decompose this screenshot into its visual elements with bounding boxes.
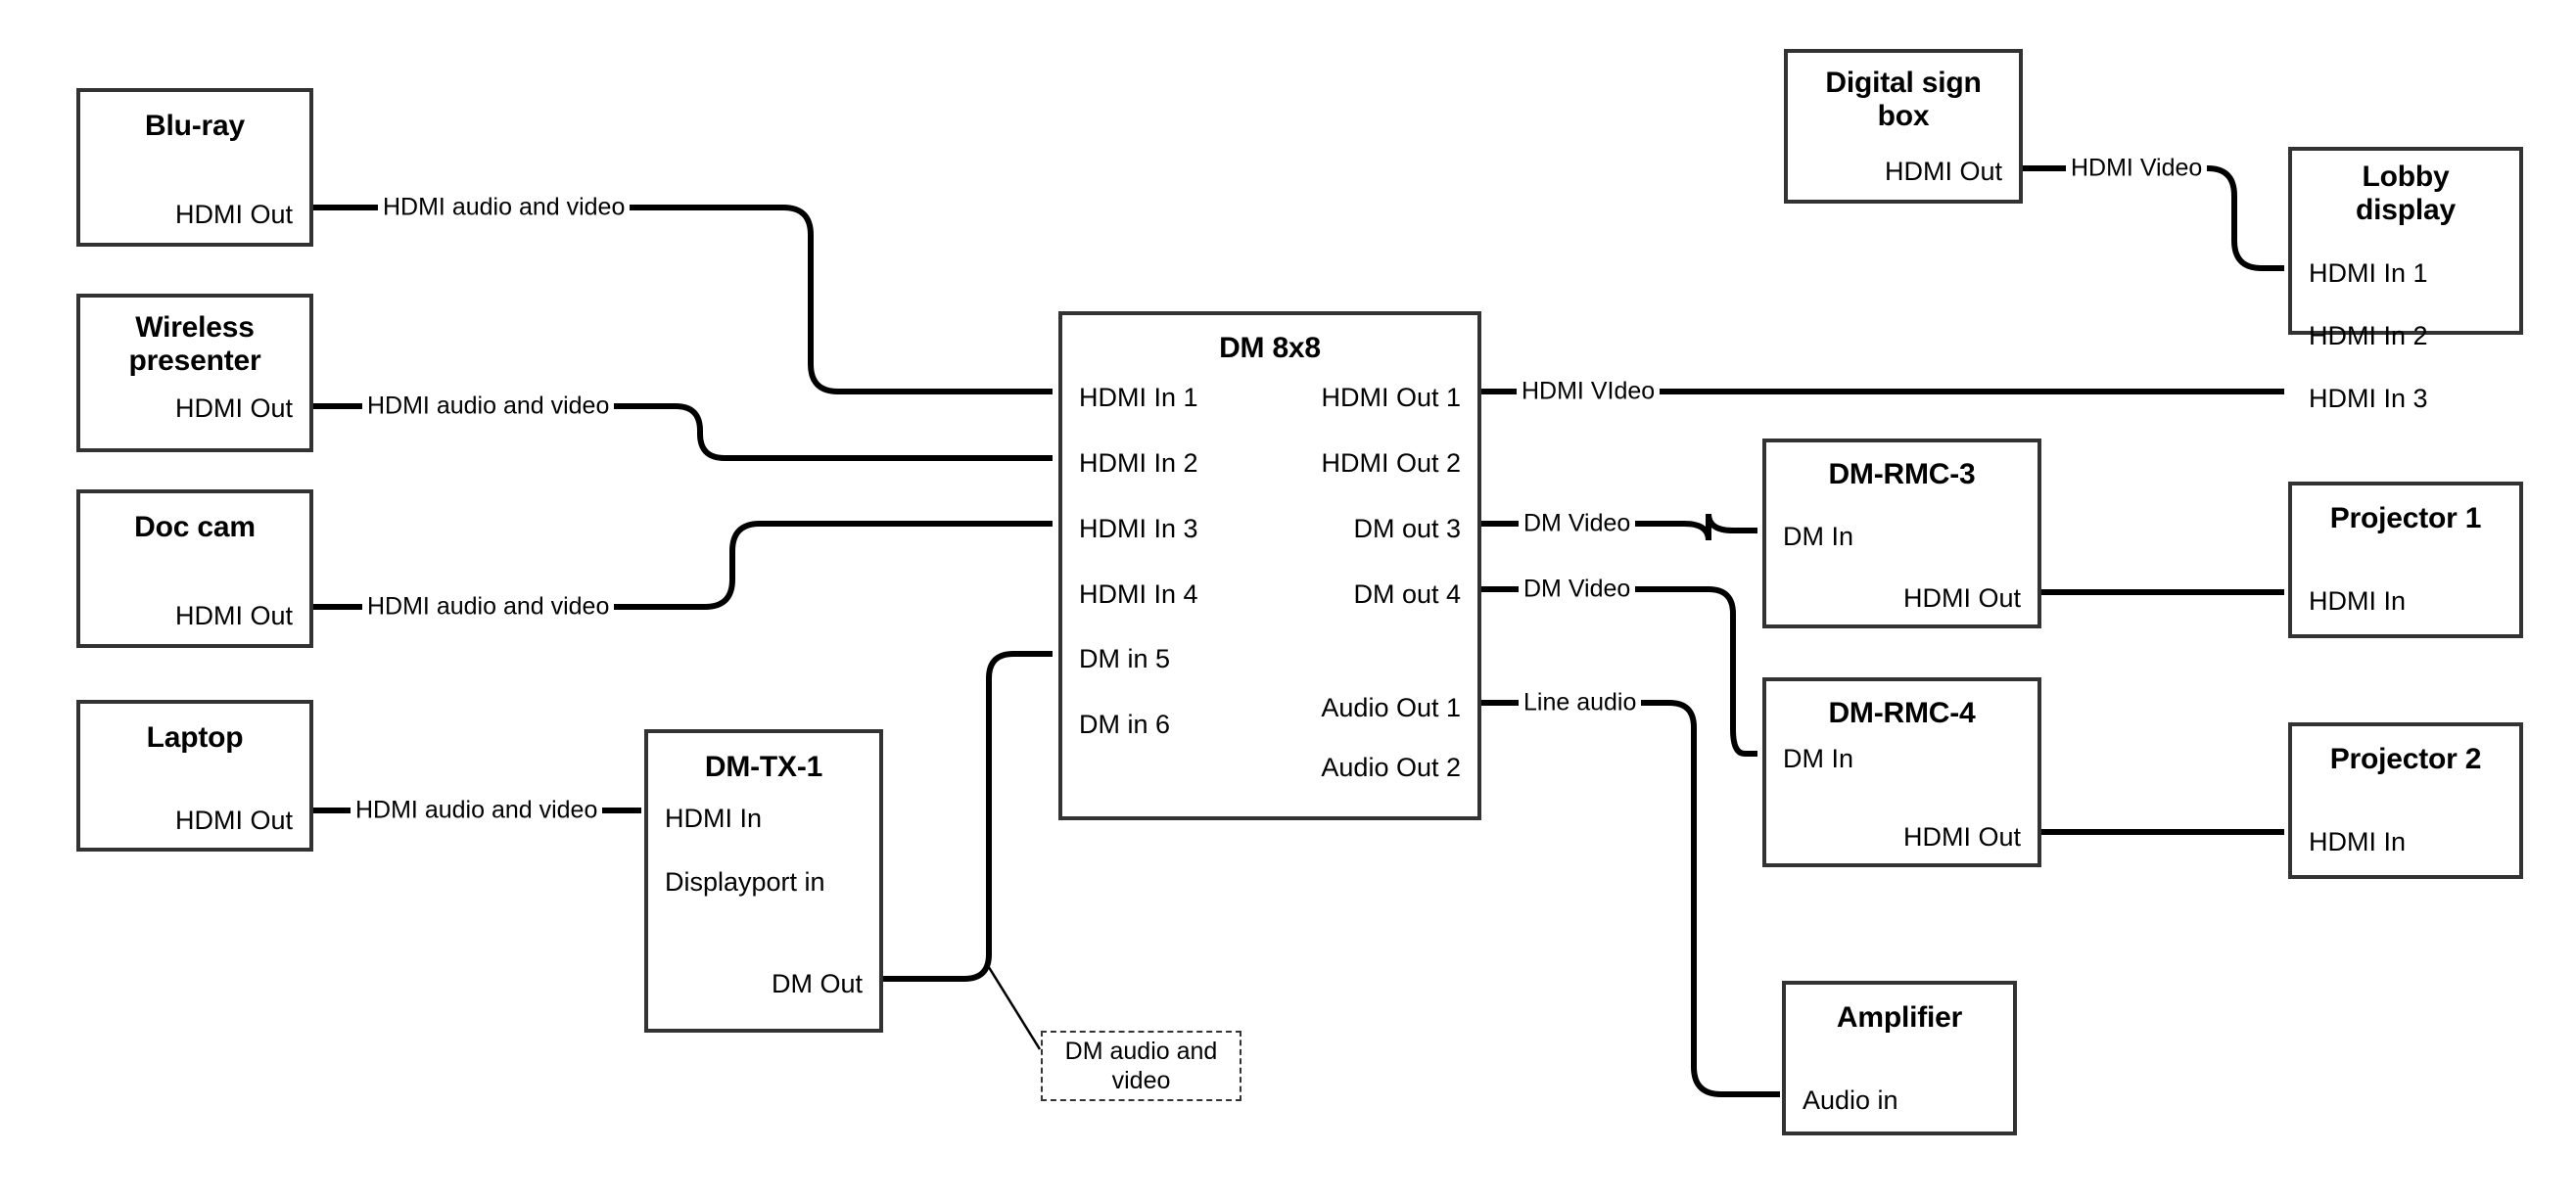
edge-label-blu-ray-to-hdmi-in-1: HDMI audio and video — [378, 195, 631, 220]
port-dm-rmc-3-hdmi-out: HDMI Out — [1902, 583, 2021, 613]
port-dm-rmc-3-dm-in: DM In — [1783, 522, 1854, 551]
device-box-projector-1[interactable]: Projector 1 HDMI In — [2288, 482, 2523, 638]
edge-label-hdmi-out-1-to-lobby: HDMI VIdeo — [1517, 379, 1661, 404]
device-box-dm-rmc-3[interactable]: DM-RMC-3 DM In HDMI Out — [1762, 439, 2041, 628]
device-box-amplifier[interactable]: Amplifier Audio in — [1782, 981, 2017, 1135]
port-dm-tx-1-dm-out: DM Out — [771, 969, 863, 998]
port-doc-cam-hdmi-out: HDMI Out — [174, 601, 293, 630]
port-dm-8x8-audio-out-1: Audio Out 1 — [1321, 693, 1461, 722]
edge-label-doc-cam-to-hdmi-in-3: HDMI audio and video — [362, 594, 615, 620]
edge-label-laptop-to-dm-tx-1: HDMI audio and video — [351, 798, 603, 823]
device-title-projector-2: Projector 2 — [2329, 743, 2482, 775]
port-dm-8x8-hdmi-in-2: HDMI In 2 — [1079, 448, 1198, 478]
device-box-wireless-presenter[interactable]: Wireless presenter HDMI Out — [76, 294, 313, 452]
port-dm-rmc-4-hdmi-out: HDMI Out — [1902, 822, 2021, 852]
device-box-lobby-display[interactable]: Lobby display HDMI In 1 HDMI In 2 HDMI I… — [2288, 147, 2523, 412]
leader-line-dm-note — [985, 963, 1042, 1050]
port-lobby-display-hdmi-in-2: HDMI In 2 — [2309, 321, 2428, 350]
edge-label-digital-sign-to-lobby: HDMI Video — [2066, 156, 2208, 181]
device-box-digital-sign-box[interactable]: Digital sign box HDMI Out — [1784, 49, 2023, 204]
edge-label-dm-out-4-to-dm-rmc-4: DM Video — [1519, 577, 1636, 602]
annotation-dm-audio-and-video: DM audio and video — [1041, 1031, 1241, 1101]
port-dm-tx-1-displayport-in: Displayport in — [665, 867, 825, 897]
device-title-projector-1: Projector 1 — [2329, 502, 2482, 534]
port-amplifier-audio-in: Audio in — [1803, 1086, 1898, 1115]
device-box-projector-2[interactable]: Projector 2 HDMI In — [2288, 722, 2523, 879]
edge-label-audio-out-1-to-amplifier: Line audio — [1519, 690, 1642, 716]
edge-label-wireless-presenter-to-hdmi-in-2: HDMI audio and video — [362, 393, 615, 419]
wire-audio-out-1-to-amplifier — [1481, 700, 1780, 1097]
device-title-dm-rmc-4: DM-RMC-4 — [1828, 697, 1976, 729]
device-title-dm-tx-1: DM-TX-1 — [704, 751, 823, 783]
port-dm-8x8-dm-in-5: DM in 5 — [1079, 644, 1171, 673]
port-dm-8x8-audio-out-2: Audio Out 2 — [1321, 753, 1461, 782]
device-title-dm-rmc-3: DM-RMC-3 — [1828, 458, 1976, 490]
port-dm-8x8-hdmi-in-4: HDMI In 4 — [1079, 579, 1198, 609]
device-box-dm-8x8[interactable]: DM 8x8 HDMI In 1 HDMI In 2 HDMI In 3 HDM… — [1058, 311, 1481, 820]
device-box-dm-tx-1[interactable]: DM-TX-1 HDMI In Displayport in DM Out — [644, 729, 883, 1033]
port-laptop-hdmi-out: HDMI Out — [174, 806, 293, 835]
device-box-laptop[interactable]: Laptop HDMI Out — [76, 700, 313, 852]
port-blu-ray-hdmi-out: HDMI Out — [174, 200, 293, 229]
wire-dm-out-4-to-dm-rmc-4 — [1481, 586, 1757, 757]
port-lobby-display-hdmi-in-3: HDMI In 3 — [2309, 384, 2428, 413]
device-title-lobby-display: Lobby display — [2356, 161, 2456, 226]
device-title-blu-ray: Blu-ray — [145, 110, 245, 142]
port-dm-8x8-hdmi-out-1: HDMI Out 1 — [1321, 383, 1461, 412]
port-dm-8x8-dm-in-6: DM in 6 — [1079, 710, 1171, 739]
port-dm-8x8-dm-out-3: DM out 3 — [1353, 514, 1461, 543]
device-title-dm-8x8: DM 8x8 — [1219, 332, 1321, 364]
device-title-amplifier: Amplifier — [1836, 1001, 1963, 1034]
port-dm-8x8-hdmi-in-1: HDMI In 1 — [1079, 383, 1198, 412]
wire-digital-sign-to-lobby-hdmi-in-1 — [2022, 165, 2284, 271]
port-dm-8x8-hdmi-in-3: HDMI In 3 — [1079, 514, 1198, 543]
device-title-wireless-presenter: Wireless presenter — [128, 311, 261, 377]
device-title-laptop: Laptop — [146, 721, 244, 754]
wire-dm-tx-1-to-dm-in-5 — [883, 651, 1053, 982]
port-wireless-presenter-hdmi-out: HDMI Out — [174, 393, 293, 423]
port-dm-tx-1-hdmi-in: HDMI In — [665, 804, 763, 833]
device-box-blu-ray[interactable]: Blu-ray HDMI Out — [76, 88, 313, 247]
wire-blu-ray-to-hdmi-in-1 — [313, 205, 1053, 394]
device-title-digital-sign-box: Digital sign box — [1825, 67, 1982, 132]
port-projector-2-hdmi-in: HDMI In — [2309, 827, 2407, 856]
port-digital-sign-box-hdmi-out: HDMI Out — [1884, 157, 2002, 186]
edge-label-dm-out-3-to-dm-rmc-3: DM Video — [1519, 511, 1636, 536]
port-dm-rmc-4-dm-in: DM In — [1783, 744, 1854, 773]
device-title-doc-cam: Doc cam — [134, 511, 256, 543]
device-box-dm-rmc-4[interactable]: DM-RMC-4 DM In HDMI Out — [1762, 677, 2041, 867]
port-dm-8x8-hdmi-out-2: HDMI Out 2 — [1321, 448, 1461, 478]
port-lobby-display-hdmi-in-1: HDMI In 1 — [2309, 258, 2428, 288]
device-box-doc-cam[interactable]: Doc cam HDMI Out — [76, 489, 313, 648]
port-projector-1-hdmi-in: HDMI In — [2309, 586, 2407, 616]
port-dm-8x8-dm-out-4: DM out 4 — [1353, 579, 1461, 609]
